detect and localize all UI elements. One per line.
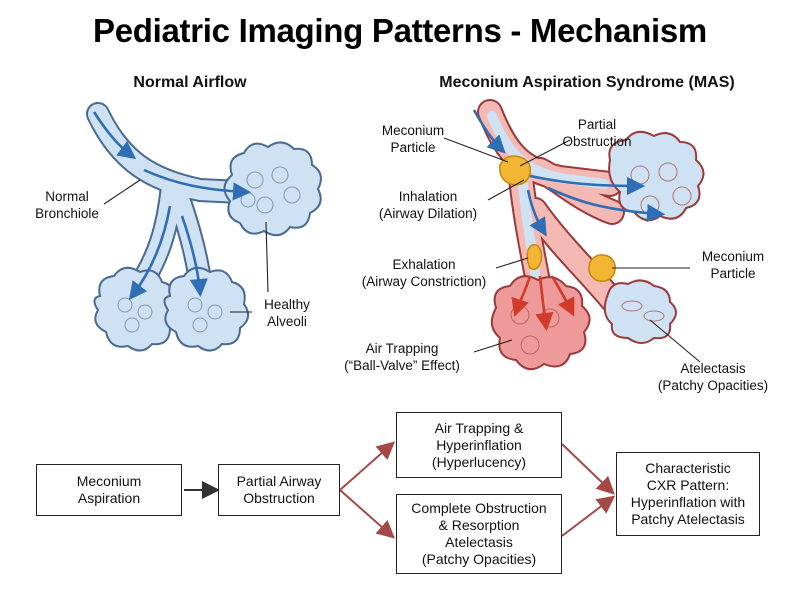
box-complete-obstruction: Complete Obstruction & Resorption Atelec… xyxy=(396,494,562,574)
normal-airway-tree xyxy=(86,102,322,352)
flowchart-connectors xyxy=(184,441,616,539)
label-exhalation: Exhalation (Airway Constriction) xyxy=(361,257,487,289)
label-meconium-particle-top: Meconium Particle xyxy=(381,123,445,155)
box-partial-airway-obstruction: Partial Airway Obstruction xyxy=(218,464,340,516)
label-healthy-alveoli: Healthy Alveoli xyxy=(264,297,310,329)
box-meconium-aspiration: Meconium Aspiration xyxy=(36,464,182,516)
label-normal-bronchiole: Normal Bronchiole xyxy=(35,189,99,221)
label-meconium-particle-right: Meconium Particle xyxy=(701,249,765,281)
label-inhalation: Inhalation (Airway Dilation) xyxy=(378,189,478,221)
box-characteristic-cxr-pattern: Characteristic CXR Pattern: Hyperinflati… xyxy=(616,452,760,536)
label-partial-obstruction: Partial Obstruction xyxy=(562,117,632,149)
box-air-trapping-hyperinflation: Air Trapping & Hyperinflation (Hyperluce… xyxy=(396,412,562,478)
label-air-trapping: Air Trapping (“Ball-Valve” Effect) xyxy=(344,341,460,373)
meconium-particles xyxy=(499,155,616,282)
normal-alveoli xyxy=(93,141,322,352)
normal-airflow-heading: Normal Airflow xyxy=(133,74,247,91)
mas-heading: Meconium Aspiration Syndrome (MAS) xyxy=(439,74,735,91)
mas-airway-tree xyxy=(443,99,705,371)
label-atelectasis: Atelectasis (Patchy Opacities) xyxy=(657,361,769,393)
page-title: Pediatric Imaging Patterns - Mechanism xyxy=(93,12,707,49)
